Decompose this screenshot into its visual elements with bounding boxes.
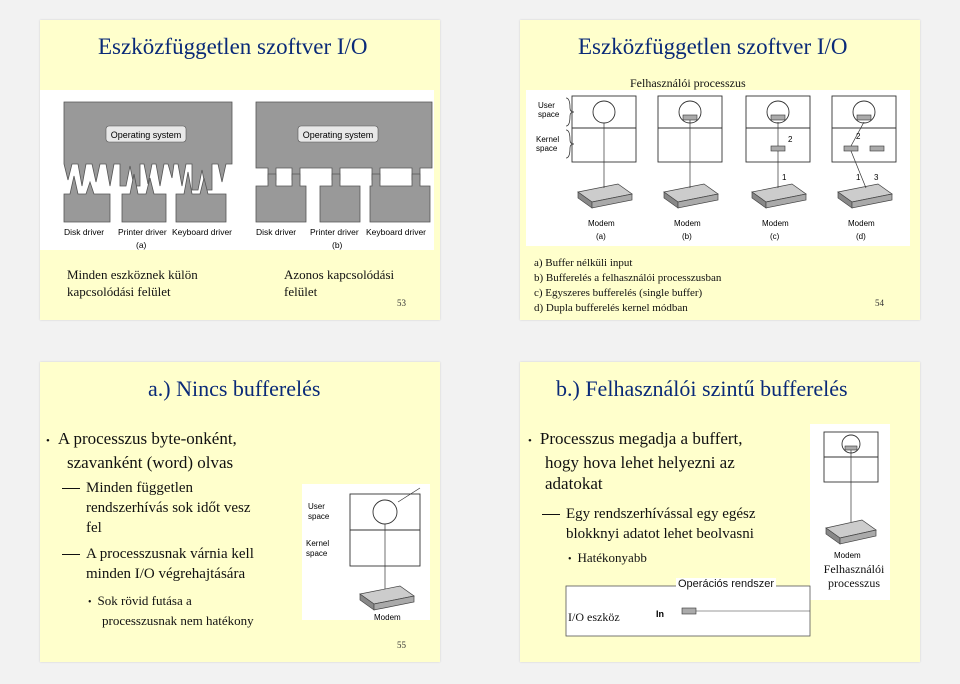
slide-54: Eszközfüggetlen szoftver I/O Felhasználó… — [520, 20, 920, 320]
svg-text:space: space — [538, 110, 560, 119]
driver-label: Printer driver — [310, 227, 359, 237]
kernel-space-label: Kernel — [536, 135, 559, 144]
tag-a: (a) — [136, 240, 147, 250]
subsub-bullet: •Sok rövid futása a processzusnak nem ha… — [88, 593, 254, 628]
no-buffer-diagram: User space Kernel space Modem — [302, 484, 430, 622]
modem-label: Modem — [588, 219, 615, 228]
bullet-main: •A processzus byte-onként, szavanként (w… — [46, 429, 237, 472]
driver-label: Keyboard driver — [366, 227, 426, 237]
page-number: 54 — [875, 298, 884, 308]
user-space-label: User — [308, 502, 325, 511]
slide-56: b.) Felhasználói szintű bufferelés •Proc… — [520, 362, 920, 662]
driver-label: Disk driver — [256, 227, 296, 237]
modem-label: Modem — [848, 219, 875, 228]
modem-icon — [751, 183, 807, 209]
buffering-diagram: User space Kernel space 2 1 2 1 3 — [526, 90, 910, 246]
sub-bullet: Egy rendszerhívással egy egész blokknyi … — [542, 504, 756, 544]
modem-icon — [577, 183, 633, 209]
buffering-list: a) Buffer nélküli input b) Bufferelés a … — [534, 257, 722, 314]
modem-icon — [837, 183, 893, 209]
user-buffer-diagram: Modem — [810, 424, 890, 600]
svg-text:space: space — [306, 549, 328, 558]
slide-title: Eszközfüggetlen szoftver I/O — [578, 34, 848, 59]
page-number: 55 — [397, 640, 406, 650]
modem-label: Modem — [674, 219, 701, 228]
svg-text:space: space — [308, 512, 330, 521]
page-number: 53 — [397, 298, 406, 308]
slide-title: Eszközfüggetlen szoftver I/O — [98, 34, 368, 59]
step-number: 3 — [874, 173, 879, 182]
sub-bullet: Minden független rendszerhívás sok időt … — [62, 478, 251, 538]
tag: (a) — [596, 232, 606, 241]
sub-bullet: A processzusnak várnia kell minden I/O v… — [62, 544, 254, 584]
tag: (d) — [856, 232, 866, 241]
step-number: 1 — [782, 173, 787, 182]
caption-left: Minden eszköznek külön kapcsolódási felü… — [67, 267, 198, 299]
tag-b: (b) — [332, 240, 343, 250]
modem-icon — [825, 519, 877, 545]
tag: (b) — [682, 232, 692, 241]
step-number: 1 — [856, 173, 861, 182]
driver-label: Disk driver — [64, 227, 104, 237]
svg-text:space: space — [536, 144, 558, 153]
os-label: Operációs rendszer — [676, 578, 776, 590]
modem-label: Modem — [374, 613, 401, 622]
modem-label: Modem — [834, 551, 861, 560]
modem-label: Modem — [762, 219, 789, 228]
driver-label: Keyboard driver — [172, 227, 232, 237]
os-io-diagram: In — [565, 585, 811, 637]
driver-interface-diagram: Operating system Disk driver Printer dri… — [40, 90, 434, 250]
io-device-label: I/O eszköz — [568, 610, 620, 624]
driver-label: Printer driver — [118, 227, 167, 237]
caption-right: Azonos kapcsolódási felület — [284, 267, 395, 299]
process-label: Felhasználói processzus — [823, 562, 885, 590]
slide-55: a.) Nincs bufferelés •A processzus byte-… — [40, 362, 440, 662]
os-label-a: Operating system — [111, 130, 182, 140]
step-number: 2 — [856, 132, 861, 141]
os-label-b: Operating system — [303, 130, 374, 140]
slide-title: b.) Felhasználói szintű bufferelés — [556, 376, 848, 401]
slide-title: a.) Nincs bufferelés — [148, 376, 321, 401]
in-label: In — [656, 609, 664, 619]
kernel-space-label: Kernel — [306, 539, 329, 548]
subsub-bullet: •Hatékonyabb — [568, 550, 647, 565]
modem-icon — [359, 585, 415, 611]
process-label: Felhasználói processzus — [630, 76, 746, 90]
user-space-label: User — [538, 101, 555, 110]
step-number: 2 — [788, 135, 793, 144]
bullet-main: •Processzus megadja a buffert, hogy hova… — [528, 429, 743, 493]
tag: (c) — [770, 232, 780, 241]
slide-53: Eszközfüggetlen szoftver I/O Operating s… — [40, 20, 440, 320]
modem-icon — [663, 183, 719, 209]
